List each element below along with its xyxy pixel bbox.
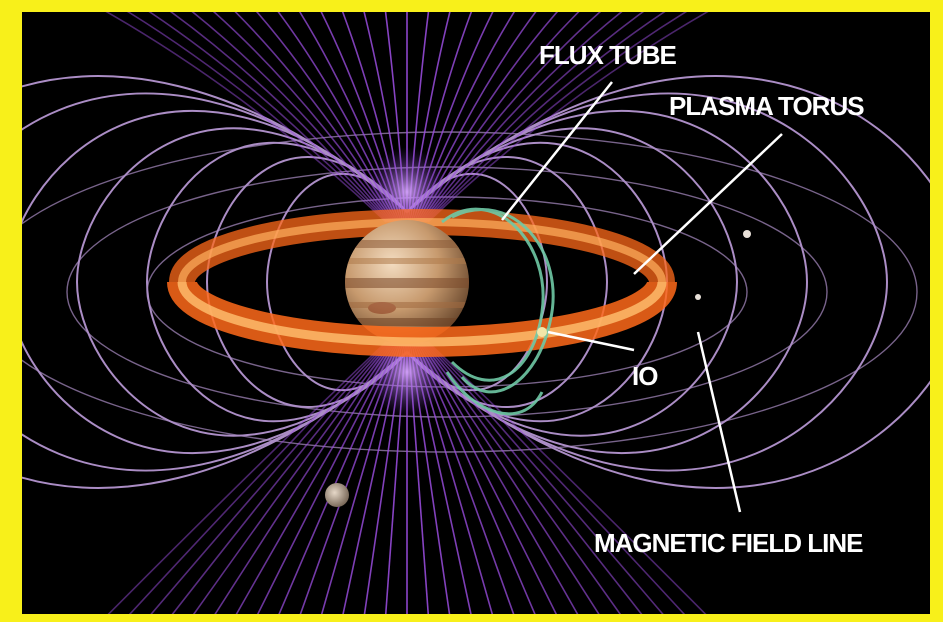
field-line: [406, 92, 889, 472]
field-line: [205, 156, 408, 408]
moon-small-1: [743, 230, 751, 238]
polar-field-line: [422, 12, 645, 223]
polar-field-line: [421, 341, 622, 614]
flux-tube-leader: [501, 81, 613, 221]
label-flux-tube: FLUX TUBE: [539, 40, 677, 70]
polar-field-line: [422, 341, 643, 614]
polar-field-line: [126, 12, 389, 223]
polar-field-line: [169, 12, 392, 223]
polar-field-line: [427, 341, 707, 614]
io-leader: [547, 330, 635, 352]
field-line: [406, 110, 809, 454]
magnetic-field-line-leader: [696, 331, 742, 513]
label-magnetic-field-line: MAGNETIC FIELD LINE: [594, 528, 863, 558]
polar-field-line: [421, 12, 623, 223]
polar-field-line: [424, 12, 666, 223]
field-line: [265, 172, 408, 392]
polar-field-line: [425, 12, 688, 223]
moon-callisto: [325, 483, 349, 507]
orbit-line: [22, 131, 918, 453]
polar-field-line: [191, 12, 393, 223]
field-line: [22, 110, 408, 454]
moon-small-2: [695, 294, 701, 300]
field-line: [406, 156, 609, 408]
field-line: [406, 75, 930, 489]
magnetosphere-diagram: FLUX TUBE PLASMA TORUS IO MAGNETIC FIELD…: [22, 12, 930, 614]
field-line: [22, 75, 408, 489]
polar-field-line: [171, 341, 392, 614]
plasma-torus-front-highlight: [177, 281, 667, 347]
polar-field-line: [105, 12, 387, 223]
polar-field-line: [128, 341, 389, 614]
field-line: [22, 92, 408, 472]
io-moon: [537, 327, 547, 337]
label-leader-lines: [501, 81, 783, 513]
polar-field-line: [192, 341, 393, 614]
jupiter-planet: [345, 220, 469, 344]
jupiter-magnetosphere-scene: FLUX TUBE PLASMA TORUS IO MAGNETIC FIELD…: [22, 12, 930, 614]
polar-field-line: [107, 341, 387, 614]
label-io: IO: [632, 361, 658, 391]
flux-tube: [441, 207, 555, 416]
polar-field-lines: [105, 12, 709, 614]
plasma-torus-leader: [633, 133, 783, 275]
polar-field-line: [424, 341, 664, 614]
polar-field-line: [150, 341, 390, 614]
polar-field-line: [427, 12, 709, 223]
polar-field-line: [148, 12, 390, 223]
label-plasma-torus: PLASMA TORUS: [669, 91, 864, 121]
